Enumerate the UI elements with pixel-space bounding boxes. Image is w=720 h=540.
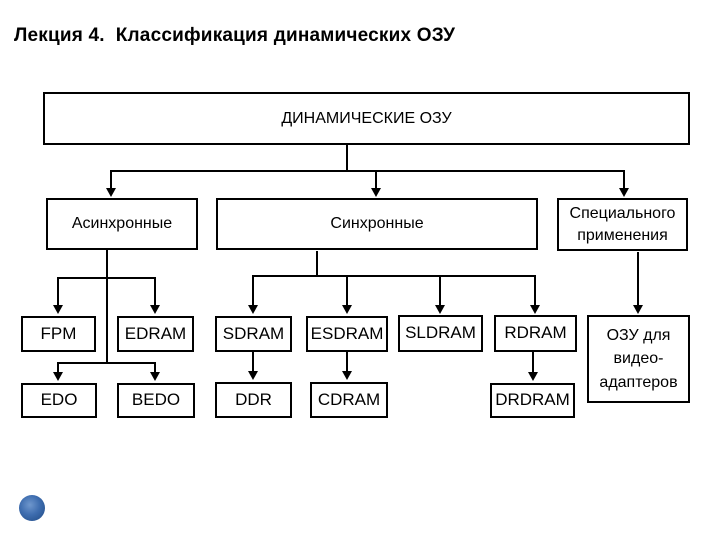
node-async: Асинхронные	[46, 198, 198, 250]
node-sdram: SDRAM	[215, 316, 292, 352]
node-sldram: SLDRAM	[398, 315, 483, 352]
node-video-ram: ОЗУ для видео-адаптеров	[587, 315, 690, 403]
node-rdram: RDRAM	[494, 315, 577, 352]
node-cdram: CDRAM	[310, 382, 388, 418]
page-title: Лекция 4. Классификация динамических ОЗУ	[14, 25, 456, 46]
node-drdram: DRDRAM	[490, 383, 575, 418]
bullet-sphere-icon	[19, 495, 45, 521]
node-ddr: DDR	[215, 382, 292, 418]
node-bedo: BEDO	[117, 383, 195, 418]
node-root: ДИНАМИЧЕСКИЕ ОЗУ	[43, 92, 690, 145]
node-edram: EDRAM	[117, 316, 194, 352]
node-special: Специального применения	[557, 198, 688, 251]
node-esdram: ESDRAM	[306, 316, 388, 352]
node-edo: EDO	[21, 383, 97, 418]
node-fpm: FPM	[21, 316, 96, 352]
node-sync: Синхронные	[216, 198, 538, 250]
